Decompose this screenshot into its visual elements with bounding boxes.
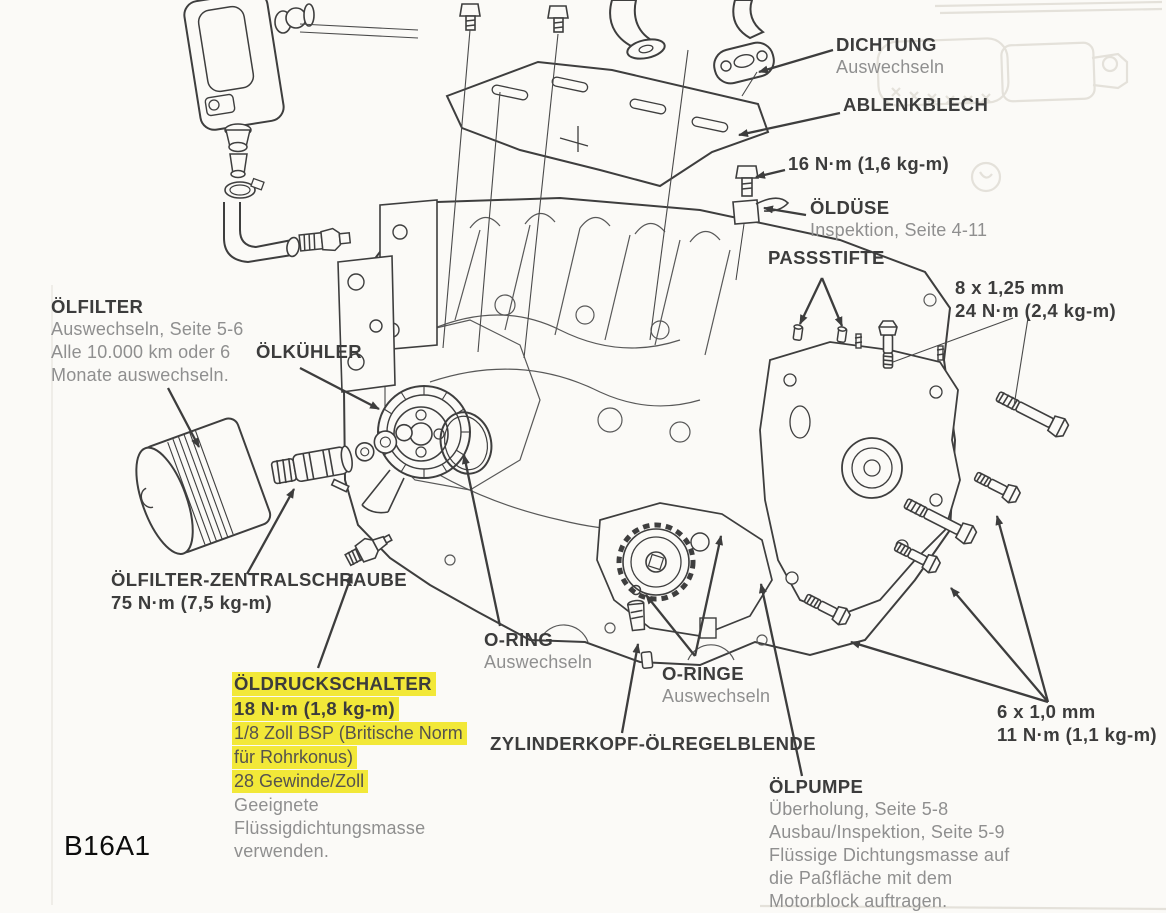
- dichtung-note: Auswechseln: [836, 57, 945, 77]
- callout-bolt-8mm: 8 x 1,25 mm 24 N·m (2,4 kg-m): [955, 276, 1116, 322]
- oelkuehler-title: ÖLKÜHLER: [256, 341, 362, 362]
- callout-passstifte: PASSSTIFTE: [768, 246, 885, 269]
- oeldruckschalter-note-3: verwenden.: [234, 841, 330, 861]
- pump-gear: [616, 522, 696, 602]
- oelregelblende-title: ZYLINDERKOPF-ÖLREGELBLENDE: [490, 733, 816, 754]
- callout-arrows: [166, 48, 1050, 777]
- callout-oelfilter: ÖLFILTER Auswechseln, Seite 5-6 Alle 10.…: [51, 295, 244, 387]
- oeldruckschalter-note-1: Geeignete: [234, 795, 319, 815]
- oelfilter-note-3: Monate auswechseln.: [51, 365, 229, 385]
- oring-note: Auswechseln: [484, 652, 593, 672]
- side-cover: [759, 333, 961, 616]
- oelfilter-title: ÖLFILTER: [51, 296, 144, 317]
- dichtung-gasket: [713, 41, 775, 85]
- engine-code-label: B16A1: [64, 830, 151, 862]
- oelpumpe-title: ÖLPUMPE: [769, 776, 864, 797]
- callout-oelkuehler: ÖLKÜHLER: [256, 340, 362, 363]
- dowel-pins: [792, 324, 848, 343]
- oelpumpe-note-1: Überholung, Seite 5-8: [769, 799, 949, 819]
- page-bleedthrough-ghost: [759, 0, 1166, 911]
- callout-oeldruckschalter: ÖLDRUCKSCHALTER 18 N·m (1,8 kg-m) 1/8 Zo…: [232, 672, 467, 863]
- callout-oring: O-RING Auswechseln: [484, 628, 592, 674]
- oelpumpe-note-4: die Paßfläche mit dem: [769, 868, 953, 888]
- oeldruckschalter-torque: 18 N·m (1,8 kg-m): [232, 697, 400, 721]
- oeldruckschalter-title: ÖLDRUCKSCHALTER: [232, 672, 436, 696]
- callout-bolt-16nm: 16 N·m (1,6 kg-m): [788, 152, 949, 175]
- bolt-6mm-torque: 11 N·m (1,1 kg-m): [997, 724, 1157, 745]
- zentralschraube-title: ÖLFILTER-ZENTRALSCHRAUBE: [111, 569, 407, 590]
- oeldruckschalter-spec-1: 1/8 Zoll BSP (Britische Norm: [232, 722, 467, 745]
- bolt-16nm-torque: 16 N·m (1,6 kg-m): [788, 153, 950, 174]
- oeldruckschalter-spec-3: 28 Gewinde/Zoll: [232, 770, 369, 793]
- oil-cooler: [361, 385, 493, 514]
- callout-oelpumpe: ÖLPUMPE Überholung, Seite 5-8 Ausbau/Ins…: [769, 775, 1010, 913]
- oring-title: O-RING: [484, 629, 554, 650]
- oil-pressure-switch: [344, 533, 393, 567]
- bolt-6mm-size: 6 x 1,0 mm: [997, 701, 1096, 722]
- oil-separator-assembly: [183, 0, 352, 264]
- bolt-8mm-size: 8 x 1,25 mm: [955, 277, 1065, 298]
- zentralschraube-torque: 75 N·m (7,5 kg-m): [111, 592, 273, 613]
- bolt-8mm-torque: 24 N·m (2,4 kg-m): [955, 300, 1117, 321]
- oringe-note: Auswechseln: [662, 686, 771, 706]
- top-bolts: [459, 3, 569, 33]
- oeldruckschalter-note-2: Flüssigdichtungsmasse: [234, 818, 426, 838]
- relief-valve-parts: [270, 423, 413, 493]
- oelpumpe-note-3: Flüssige Dichtungsmasse auf: [769, 845, 1010, 865]
- oelduese-note: Inspektion, Seite 4-11: [810, 220, 988, 240]
- head-oil-orifice: [626, 584, 654, 670]
- callout-bolt-6mm: 6 x 1,0 mm 11 N·m (1,1 kg-m): [997, 700, 1157, 746]
- oelduese-title: ÖLDÜSE: [810, 197, 890, 218]
- oelpumpe-note-5: Motorblock auftragen.: [769, 891, 948, 911]
- callout-ablenkblech: ABLENKBLECH: [843, 93, 988, 116]
- ablenkblech-title: ABLENKBLECH: [843, 94, 989, 115]
- callout-zentralschraube: ÖLFILTER-ZENTRALSCHRAUBE 75 N·m (7,5 kg-…: [111, 568, 407, 614]
- baffle-plate: [445, 60, 770, 188]
- leader-lines: [299, 23, 1029, 407]
- oelfilter-note-2: Alle 10.000 km oder 6: [51, 342, 231, 362]
- oelfilter-note-1: Auswechseln, Seite 5-6: [51, 319, 244, 339]
- oringe-title: O-RINGE: [662, 663, 744, 684]
- callout-oelduese: ÖLDÜSE Inspektion, Seite 4-11: [810, 196, 987, 242]
- oeldruckschalter-spec-2: für Rohrkonus): [232, 746, 358, 769]
- top-pipes-and-gasket: [459, 0, 775, 85]
- callout-oringe: O-RINGE Auswechseln: [662, 662, 770, 708]
- passstifte-title: PASSSTIFTE: [768, 247, 885, 268]
- engine-code: B16A1: [64, 830, 151, 861]
- callout-oelregelblende: ZYLINDERKOPF-ÖLREGELBLENDE: [490, 732, 816, 755]
- cooler-o-ring: [439, 411, 493, 475]
- oil-filter: [135, 417, 272, 555]
- dichtung-title: DICHTUNG: [836, 34, 937, 55]
- callout-dichtung: DICHTUNG Auswechseln: [836, 33, 944, 79]
- oelpumpe-note-2: Ausbau/Inspektion, Seite 5-9: [769, 822, 1005, 842]
